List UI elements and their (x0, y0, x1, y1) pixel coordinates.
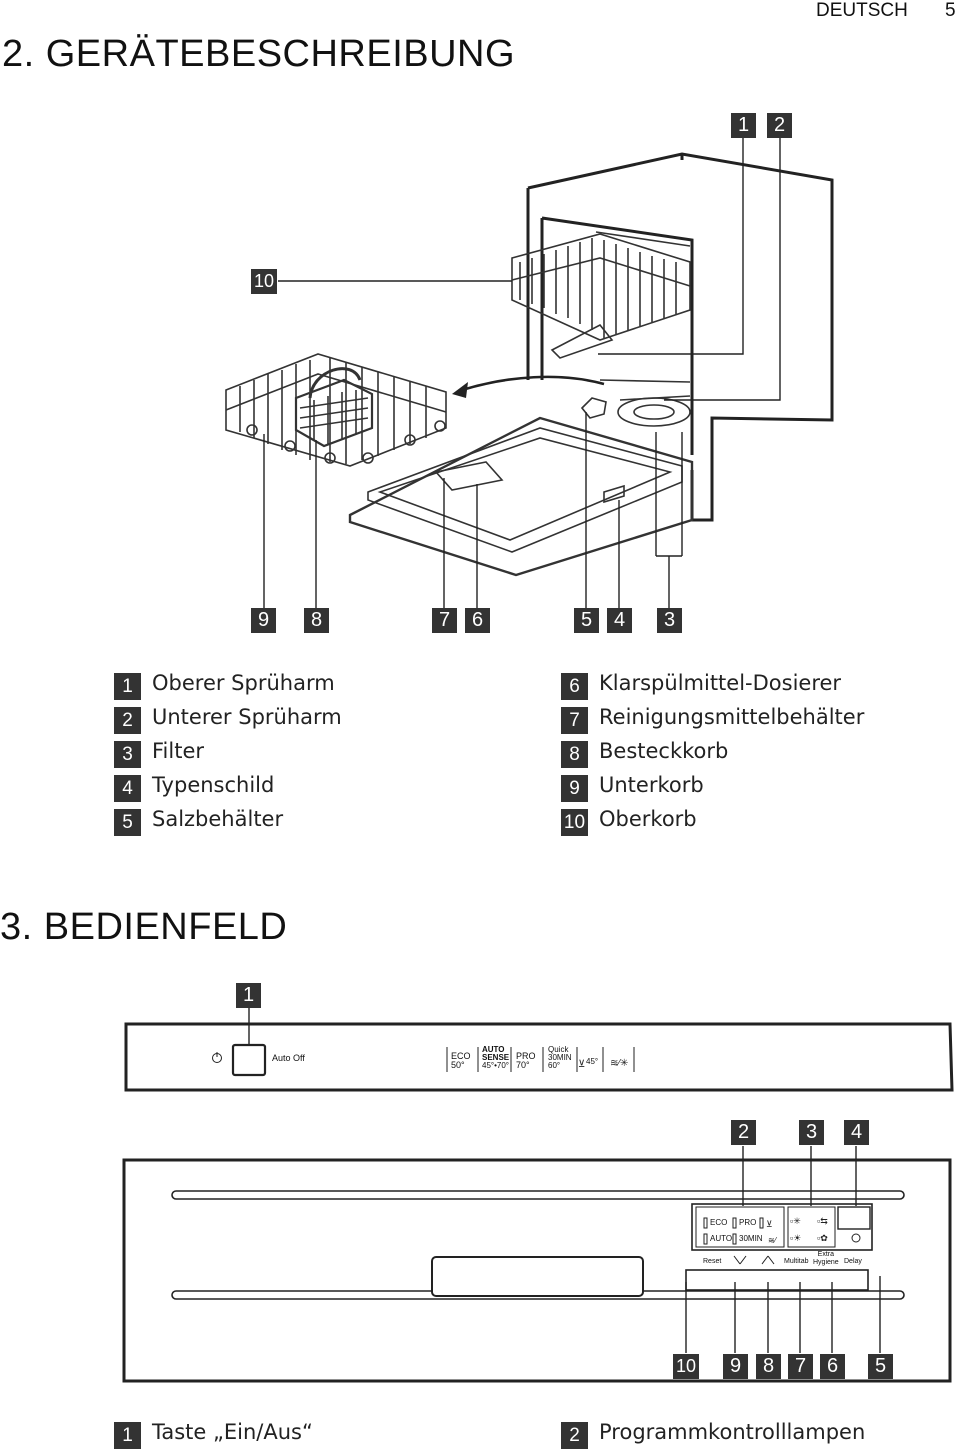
legend-item: 7 Reinigungsmittelbehälter (561, 700, 864, 734)
legend-label: Oberkorb (599, 807, 697, 831)
lamp-pro: PRO (739, 1218, 757, 1227)
legend-item: 10 Oberkorb (561, 802, 697, 836)
callout-1: 1 (731, 113, 756, 138)
panel-callout-2: 2 (731, 1120, 756, 1145)
program-eco-name: ECO (451, 1051, 471, 1061)
callout-5: 5 (574, 608, 599, 633)
legend-label: Reinigungsmittelbehälter (599, 705, 865, 729)
legend-item: 2 Programmkontrolllampen (561, 1415, 865, 1449)
callout-3: 3 (657, 608, 682, 633)
callout-10: 10 (251, 269, 277, 294)
panel-callout-1: 1 (236, 983, 261, 1008)
svg-text:≋⁄✳: ≋⁄✳ (610, 1058, 628, 1069)
program-quick-time: 30MIN (548, 1053, 572, 1062)
program-pro-name: PRO (516, 1051, 536, 1061)
auto-off-label: Auto Off (272, 1053, 305, 1063)
dishwasher-illustration (225, 138, 834, 612)
program-auto-sense-name: SENSE (482, 1053, 510, 1062)
svg-text:≋⁄: ≋⁄ (768, 1236, 778, 1245)
legend-number: 9 (561, 774, 588, 802)
legend-number: 1 (114, 672, 141, 700)
legend-label: Programmkontrolllampen (599, 1420, 866, 1444)
legend-item: 8 Besteckkorb (561, 734, 728, 768)
program-auto-name: AUTO (482, 1045, 505, 1054)
program-auto-temp: 45°•70° (482, 1061, 509, 1070)
legend-item: 2 Unterer Sprüharm (114, 700, 342, 734)
svg-text:⊻: ⊻ (766, 1219, 773, 1229)
legend-label: Oberer Sprüharm (152, 671, 335, 695)
legend-item: 4 Typenschild (114, 768, 274, 802)
svg-text:▫✿: ▫✿ (817, 1233, 828, 1243)
section-3-title: 3. BEDIENFELD (0, 906, 288, 948)
legend-label: Besteckkorb (599, 739, 729, 763)
lamp-30min: 30MIN (739, 1234, 763, 1243)
callout-6: 6 (465, 608, 490, 633)
legend-number: 2 (114, 706, 141, 734)
callout-4: 4 (607, 608, 632, 633)
legend-number: 3 (114, 740, 141, 768)
legend-number: 8 (561, 740, 588, 768)
multitab-button-label: Multitab (784, 1258, 809, 1265)
panel-callout-4: 4 (844, 1120, 869, 1145)
language-label: DEUTSCH (816, 0, 908, 21)
svg-text:▫✳: ▫✳ (790, 1216, 801, 1226)
legend-item: 9 Unterkorb (561, 768, 704, 802)
legend-number: 1 (114, 1421, 141, 1449)
program-pro-temp: 70° (516, 1060, 530, 1070)
control-panel-illustration: ⊻ ≋⁄✳ ⊻ ▫✳ ▫☀ ▫⇆ ▫✿ ≋⁄ (122, 1008, 954, 1383)
legend-number: 5 (114, 808, 141, 836)
legend-number: 2 (561, 1421, 588, 1449)
lamp-auto: AUTO (710, 1234, 733, 1243)
panel-callout-9: 9 (723, 1354, 748, 1379)
legend-number: 4 (114, 774, 141, 802)
legend-item: 1 Oberer Sprüharm (114, 666, 335, 700)
legend-label: Salzbehälter (152, 807, 284, 831)
legend-item: 3 Filter (114, 734, 204, 768)
legend-label: Unterkorb (599, 773, 704, 797)
program-eco-temp: 50° (451, 1060, 465, 1070)
panel-callout-6: 6 (820, 1354, 845, 1379)
legend-item: 1 Taste „Ein/Aus“ (114, 1415, 313, 1449)
reset-button-label: Reset (703, 1258, 722, 1265)
extra-line1: Extra (817, 1251, 835, 1258)
lamp-eco: ECO (710, 1218, 728, 1227)
panel-callout-8: 8 (756, 1354, 781, 1379)
callout-8: 8 (304, 608, 329, 633)
panel-callout-10: 10 (673, 1354, 699, 1379)
legend-number: 7 (561, 706, 588, 734)
callout-9: 9 (251, 608, 276, 633)
legend-label: Typenschild (152, 773, 275, 797)
glass-temp-label: 45° (586, 1057, 599, 1066)
panel-callout-3: 3 (799, 1120, 824, 1145)
legend-label: Unterer Sprüharm (152, 705, 342, 729)
legend-label: Filter (152, 739, 205, 763)
svg-text:▫☀: ▫☀ (790, 1233, 801, 1243)
legend-number: 6 (561, 672, 588, 700)
panel-callout-7: 7 (788, 1354, 813, 1379)
legend-item: 5 Salzbehälter (114, 802, 283, 836)
section-2-title: 2. GERÄTEBESCHREIBUNG (2, 33, 516, 75)
callout-2: 2 (767, 113, 792, 138)
legend-number: 10 (561, 808, 588, 836)
page-number: 5 (945, 0, 956, 21)
delay-button-label: Delay (844, 1258, 862, 1265)
legend-label: Taste „Ein/Aus“ (152, 1420, 313, 1444)
program-quick-temp: 60° (548, 1061, 561, 1070)
legend-label: Klarspülmittel-Dosierer (599, 671, 842, 695)
program-quick-name: Quick (548, 1045, 569, 1054)
extra-line2: Hygiene (813, 1259, 839, 1266)
svg-text:⊻: ⊻ (578, 1059, 585, 1070)
panel-callout-5: 5 (868, 1354, 893, 1379)
svg-text:▫⇆: ▫⇆ (817, 1216, 828, 1226)
callout-7: 7 (432, 608, 457, 633)
legend-item: 6 Klarspülmittel-Dosierer (561, 666, 841, 700)
